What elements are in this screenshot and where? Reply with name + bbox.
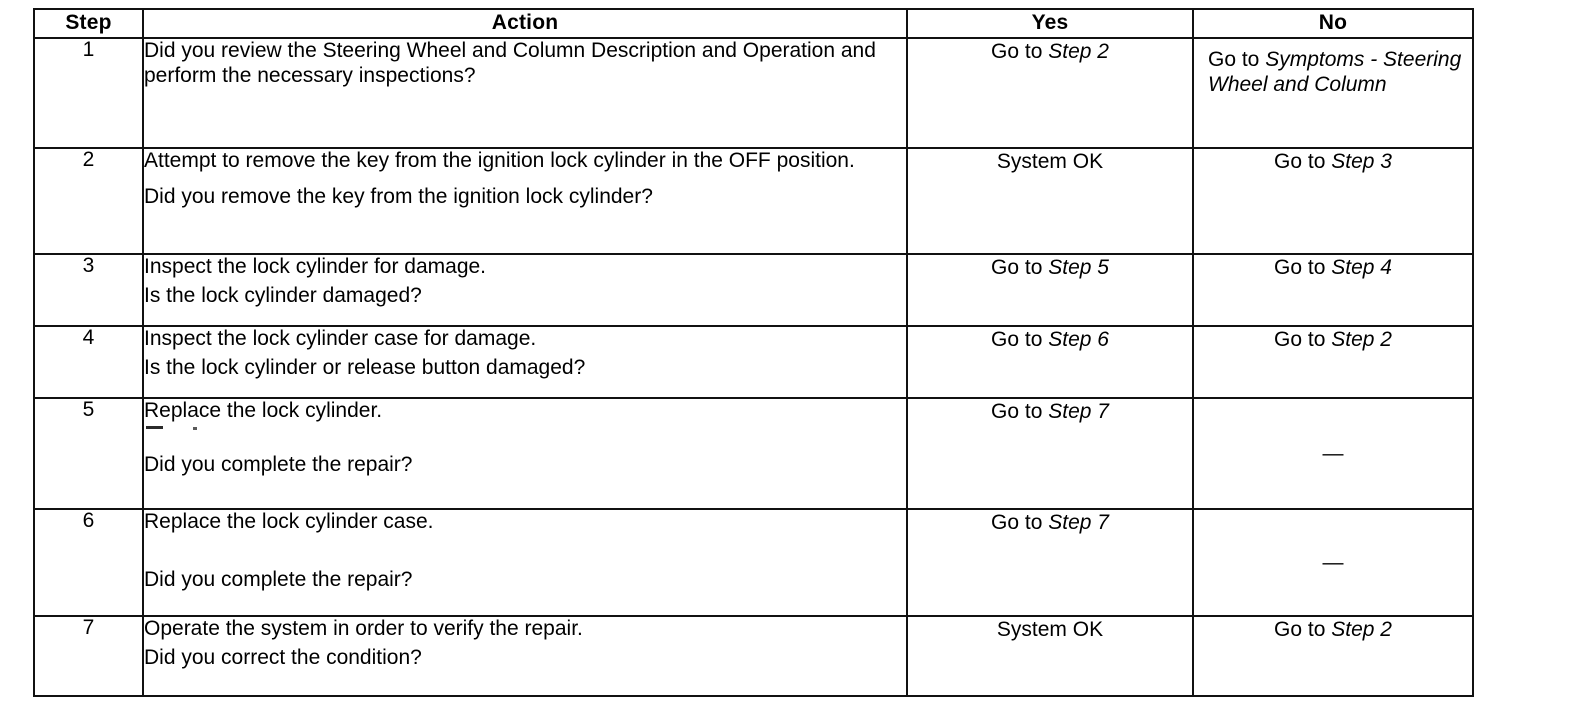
yes-reference: Step 2 [1048, 40, 1109, 63]
no-reference: Step 4 [1331, 256, 1392, 279]
table-row: 3 Inspect the lock cylinder for damage. … [33, 253, 1474, 327]
step-number: 7 [33, 615, 144, 697]
no-result-cell: Go to Step 2 [1192, 615, 1474, 697]
no-text: Go to [1274, 328, 1332, 351]
action-question: Did you remove the key from the ignition… [144, 184, 653, 208]
yes-text: System OK [996, 618, 1104, 641]
no-text: Go to [1274, 150, 1332, 173]
column-header-yes: Yes [906, 8, 1194, 39]
diagnostic-procedure-table: Step Action Yes No 1 Did you review the … [33, 8, 1474, 697]
action-cell: Inspect the lock cylinder case for damag… [142, 325, 908, 399]
column-header-action: Action [142, 8, 908, 39]
action-text: Attempt to remove the key from the ignit… [144, 149, 855, 172]
yes-text: Go to [991, 400, 1049, 423]
header-row: Step Action Yes No [33, 8, 1474, 39]
action-text: Replace the lock cylinder case. [144, 510, 434, 533]
yes-text: Go to [991, 328, 1049, 351]
action-question: Did you correct the condition? [144, 645, 422, 669]
no-text: Go to [1208, 48, 1266, 71]
yes-text: System OK [996, 150, 1104, 173]
no-result-cell: — [1192, 397, 1474, 510]
yes-text: Go to [991, 40, 1049, 63]
column-header-no: No [1192, 8, 1474, 39]
yes-reference: Step 7 [1048, 400, 1109, 423]
table-row: 1 Did you review the Steering Wheel and … [33, 37, 1474, 149]
table-row: 4 Inspect the lock cylinder case for dam… [33, 325, 1474, 399]
step-number: 5 [33, 397, 144, 510]
yes-result-cell: System OK [906, 615, 1194, 697]
action-question: Is the lock cylinder or release button d… [144, 355, 586, 379]
no-text: — [1322, 441, 1344, 465]
no-result-cell: Go to Symptoms - Steering Wheel and Colu… [1192, 37, 1474, 149]
yes-result-cell: System OK [906, 147, 1194, 255]
action-cell: Replace the lock cylinder. Did you compl… [142, 397, 908, 510]
table-row: 7 Operate the system in order to verify … [33, 615, 1474, 697]
action-cell: Operate the system in order to verify th… [142, 615, 908, 697]
action-text: Inspect the lock cylinder for damage. [144, 255, 487, 278]
action-question: Did you complete the repair? [144, 452, 413, 476]
step-number: 4 [33, 325, 144, 399]
column-header-step: Step [33, 8, 144, 39]
action-cell: Inspect the lock cylinder for damage. Is… [142, 253, 908, 327]
yes-result-cell: Go to Step 7 [906, 397, 1194, 510]
no-result-cell: Go to Step 2 [1192, 325, 1474, 399]
no-text: — [1322, 550, 1344, 574]
action-cell: Replace the lock cylinder case. Did you … [142, 508, 908, 617]
no-reference: Step 2 [1331, 328, 1392, 351]
no-reference: Step 2 [1331, 618, 1392, 641]
yes-result-cell: Go to Step 5 [906, 253, 1194, 327]
action-cell: Attempt to remove the key from the ignit… [142, 147, 908, 255]
no-text: Go to [1274, 618, 1332, 641]
table-row: 6 Replace the lock cylinder case. Did yo… [33, 508, 1474, 617]
no-result-cell: Go to Step 4 [1192, 253, 1474, 327]
no-result-cell: Go to Step 3 [1192, 147, 1474, 255]
yes-reference: Step 6 [1048, 328, 1109, 351]
table-row: 5 Replace the lock cylinder. Did you com… [33, 397, 1474, 510]
action-question: Did you complete the repair? [144, 567, 413, 591]
table-header: Step Action Yes No [33, 8, 1474, 39]
scan-artifact [144, 422, 906, 432]
no-reference: Step 3 [1331, 150, 1392, 173]
action-text: Did you review the Steering Wheel and Co… [144, 39, 882, 87]
yes-text: Go to [991, 511, 1049, 534]
action-text: Operate the system in order to verify th… [144, 617, 583, 640]
yes-result-cell: Go to Step 7 [906, 508, 1194, 617]
yes-result-cell: Go to Step 2 [906, 37, 1194, 149]
table-body: 1 Did you review the Steering Wheel and … [33, 37, 1474, 697]
step-number: 3 [33, 253, 144, 327]
step-number: 6 [33, 508, 144, 617]
step-number: 1 [33, 37, 144, 149]
no-result-cell: — [1192, 508, 1474, 617]
table-row: 2 Attempt to remove the key from the ign… [33, 147, 1474, 255]
no-reference: Symptoms - Steering Wheel and Column [1208, 48, 1462, 97]
no-text: Go to [1274, 256, 1332, 279]
action-text: Replace the lock cylinder. [144, 399, 383, 422]
yes-text: Go to [991, 256, 1049, 279]
step-number: 2 [33, 147, 144, 255]
yes-reference: Step 7 [1048, 511, 1109, 534]
yes-reference: Step 5 [1048, 256, 1109, 279]
yes-result-cell: Go to Step 6 [906, 325, 1194, 399]
action-cell: Did you review the Steering Wheel and Co… [142, 37, 908, 149]
action-text: Inspect the lock cylinder case for damag… [144, 327, 537, 350]
action-question: Is the lock cylinder damaged? [144, 283, 422, 307]
